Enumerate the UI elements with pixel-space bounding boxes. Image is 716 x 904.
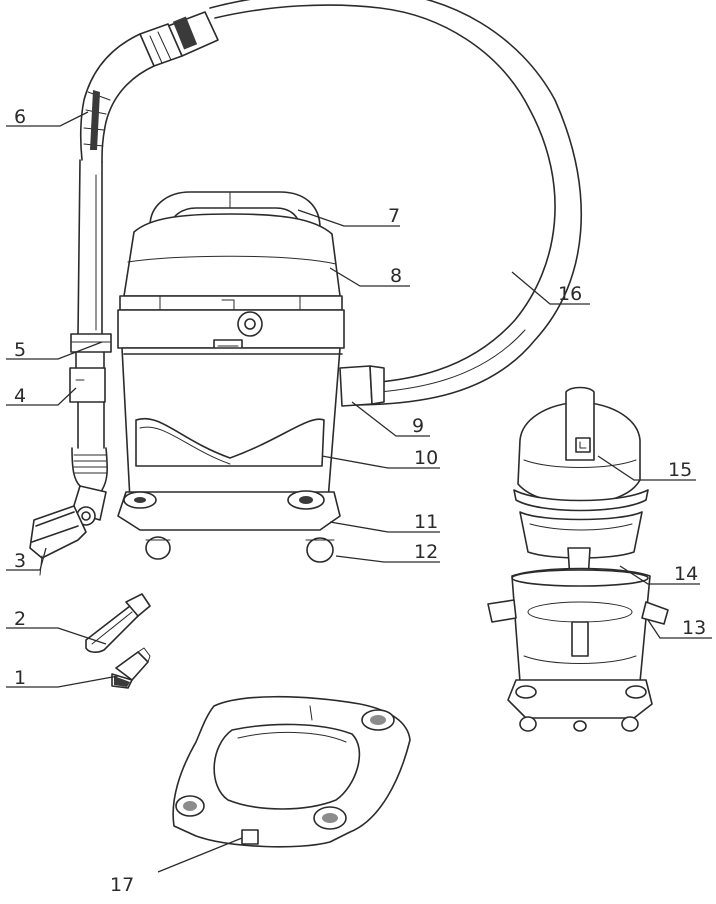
part-label-17: 17	[110, 874, 134, 896]
part-label-9: 9	[412, 415, 424, 437]
part-label-14: 14	[674, 563, 698, 585]
part-label-2: 2	[14, 608, 26, 630]
main-vacuum	[117, 191, 385, 563]
leader-lines	[6, 111, 712, 873]
exploded-vacuum	[487, 386, 669, 732]
part-label-13: 13	[682, 617, 706, 639]
part-label-5: 5	[14, 339, 26, 361]
round-brush	[111, 647, 151, 689]
part-label-8: 8	[390, 265, 402, 287]
part-label-11: 11	[414, 511, 438, 533]
part-label-7: 7	[388, 205, 400, 227]
part-label-4: 4	[14, 385, 26, 407]
flexible-hose	[79, 0, 582, 406]
part-label-15: 15	[668, 459, 692, 481]
part-label-10: 10	[414, 447, 438, 469]
part-number-labels: 1 2 3 4 5 6 7 8 9 10 11 12 13 14 15 16 1…	[14, 106, 706, 896]
part-label-16: 16	[558, 283, 582, 305]
part-label-12: 12	[414, 541, 438, 563]
floor-nozzle	[29, 485, 107, 576]
extension-wand	[69, 159, 112, 491]
part-label-3: 3	[14, 550, 26, 572]
part-label-1: 1	[14, 667, 26, 689]
part-label-6: 6	[14, 106, 26, 128]
crevice-tool	[85, 593, 151, 653]
caster-base-ring	[172, 695, 411, 848]
